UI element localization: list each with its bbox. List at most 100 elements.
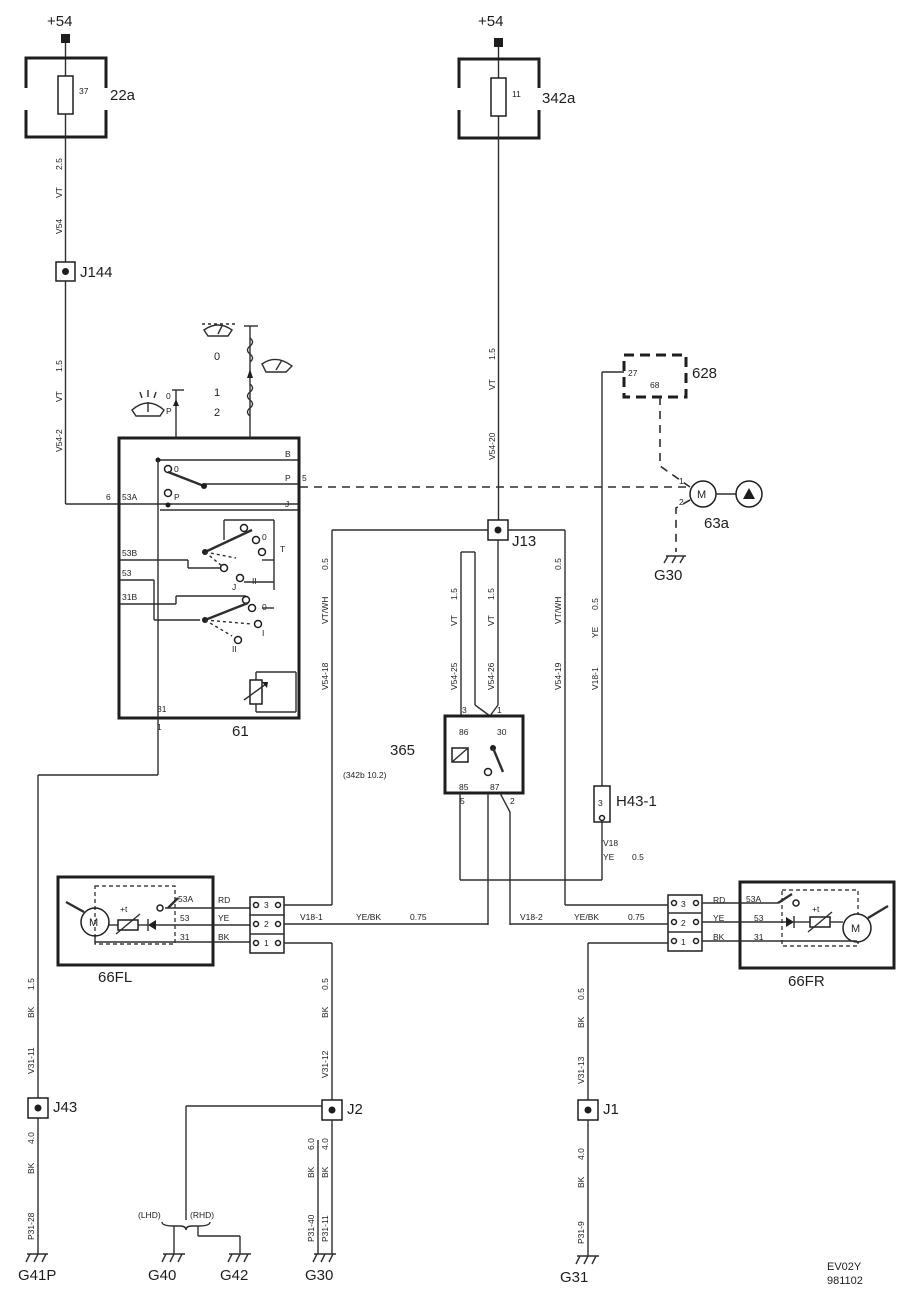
junction-j1: J1 xyxy=(577,1099,619,1121)
supply-left-label: +54 xyxy=(47,13,72,30)
junction-j1-label: J1 xyxy=(603,1101,619,1118)
relay-pin-1: 1 xyxy=(497,705,502,715)
washer-ctrl-pin27: 27 xyxy=(628,368,638,378)
wire18-color: BK xyxy=(576,1176,586,1188)
washer-icon xyxy=(131,390,165,417)
switch-61-label: 61 xyxy=(232,723,249,740)
ground-g30-bottom-label: G30 xyxy=(305,1267,333,1284)
wiper-switch-61: 61 0 P 0 1 2 xyxy=(106,323,307,740)
relay-label: 365 xyxy=(390,742,415,759)
junction-j2-label: J2 xyxy=(347,1101,363,1118)
junction-j43-label: J43 xyxy=(53,1099,77,1116)
ground-g31: G31 xyxy=(560,1255,599,1286)
pump-pin-2: 2 xyxy=(679,497,684,507)
motor-fr-label: 66FR xyxy=(788,973,825,990)
wire17-color: BK xyxy=(576,1016,586,1028)
fr-diode-icon xyxy=(786,917,794,927)
fr-pin-31: 31 xyxy=(754,932,764,942)
wire3-size: 1.5 xyxy=(487,348,497,360)
wire7-size: 0.5 xyxy=(553,558,563,570)
switch-61-box xyxy=(117,436,301,720)
wire14-id: V31-12 xyxy=(320,1050,330,1078)
fuse-22a-group: +54 37 22a 2.5 VT V54 xyxy=(22,13,136,262)
wire4-color: VT/WH xyxy=(320,597,330,624)
relay-pin-5: 5 xyxy=(460,796,465,806)
wire10-size: 0.75 xyxy=(410,912,427,922)
fr-conn-2: 2 xyxy=(681,918,686,928)
wire4-size: 0.5 xyxy=(320,558,330,570)
fr-ptc-label: +t xyxy=(812,904,820,914)
fl-conn-2: 2 xyxy=(264,919,269,929)
switch-pin-1: 1 xyxy=(157,722,162,732)
rhd-label: (RHD) xyxy=(190,1210,214,1220)
switch-pin-53: 53 xyxy=(122,568,132,578)
fl-diode-icon xyxy=(148,920,156,930)
relay-pin-2: 2 xyxy=(510,796,515,806)
switch-contact-ii2: II xyxy=(232,644,237,654)
relay-box xyxy=(443,714,525,795)
wire13-id: P31-28 xyxy=(26,1212,36,1240)
fuse-342a-number: 11 xyxy=(512,89,521,99)
ground-g30-top: G30 xyxy=(654,555,686,584)
wire2-color: VT xyxy=(54,391,64,402)
relay-pin-87: 87 xyxy=(490,782,500,792)
fr-wire-rd: RD xyxy=(713,895,725,905)
wire9-size: 0.5 xyxy=(632,852,644,862)
motor-fl-box xyxy=(56,875,215,967)
fl-wiper-arm-icon xyxy=(65,900,85,914)
wire1-id: V54 xyxy=(54,219,64,234)
fuse-22a xyxy=(57,75,74,115)
pump-motor-m: M xyxy=(697,489,706,501)
switch-pin-53b: 53B xyxy=(122,548,137,558)
wire2-size: 1.5 xyxy=(54,360,64,372)
wiper-motor-66fl: 66FL M +t 53A 53 31 RD YE BK 3 2 1 xyxy=(56,875,285,986)
fl-pin-53a: 53A xyxy=(178,894,193,904)
wire14-color: BK xyxy=(320,1006,330,1018)
fl-conn-1: 1 xyxy=(264,938,269,948)
switch-pin-31b: 31B xyxy=(122,592,137,602)
fr-motor-m: M xyxy=(851,923,860,935)
wire1-size: 2.5 xyxy=(54,158,64,170)
washer-control-628: 27 68 628 xyxy=(622,353,717,399)
fr-conn-1: 1 xyxy=(681,937,686,947)
lhd-label: (LHD) xyxy=(138,1210,161,1220)
wire13-color: BK xyxy=(26,1162,36,1174)
ground-g31-label: G31 xyxy=(560,1269,588,1286)
switch-pin-b: B xyxy=(285,449,291,459)
wire11-size: 0.75 xyxy=(628,912,645,922)
ground-g40-label: G40 xyxy=(148,1267,176,1284)
switch-pos-1: 1 xyxy=(214,387,220,399)
wire4-id: V54-18 xyxy=(320,662,330,690)
fl-wire-rd: RD xyxy=(218,895,230,905)
wire8-size: 0.5 xyxy=(590,598,600,610)
fl-ptc-label: +t xyxy=(120,904,128,914)
ground-g41p: G41P xyxy=(18,1253,56,1284)
fl-motor-m: M xyxy=(89,917,98,929)
ground-g40: G40 xyxy=(148,1253,185,1284)
fl-pin-31: 31 xyxy=(180,932,190,942)
drawing-code: EV02Y xyxy=(827,1261,862,1273)
switch-contact-p: P xyxy=(174,492,180,502)
fr-pin-53a: 53A xyxy=(746,894,761,904)
relay-pin-85: 85 xyxy=(459,782,469,792)
wiper-on-icon xyxy=(261,358,294,373)
wire5-size: 1.5 xyxy=(449,588,459,600)
wire15-id: P31-40 xyxy=(306,1214,316,1242)
fr-conn-3: 3 xyxy=(681,899,686,909)
motor-fl-label: 66FL xyxy=(98,969,132,986)
switch-pin-p: P xyxy=(285,473,291,483)
ground-g30-bottom: G30 xyxy=(305,1253,336,1284)
switch-pos-p: P xyxy=(166,406,172,416)
fuse-22a-label: 22a xyxy=(110,87,136,104)
fl-wire-bk: BK xyxy=(218,932,230,942)
switch-pos-p0: 0 xyxy=(166,391,171,401)
wire5-color: VT xyxy=(449,615,459,626)
junction-j13: J13 xyxy=(487,519,536,550)
switch-pin-5: 5 xyxy=(302,473,307,483)
switch-pos-2: 2 xyxy=(214,407,220,419)
wire18-id: P31-9 xyxy=(576,1221,586,1244)
wire12-color: BK xyxy=(26,1006,36,1018)
wire9-color: YE xyxy=(603,852,615,862)
fl-wire-ye: YE xyxy=(218,913,230,923)
